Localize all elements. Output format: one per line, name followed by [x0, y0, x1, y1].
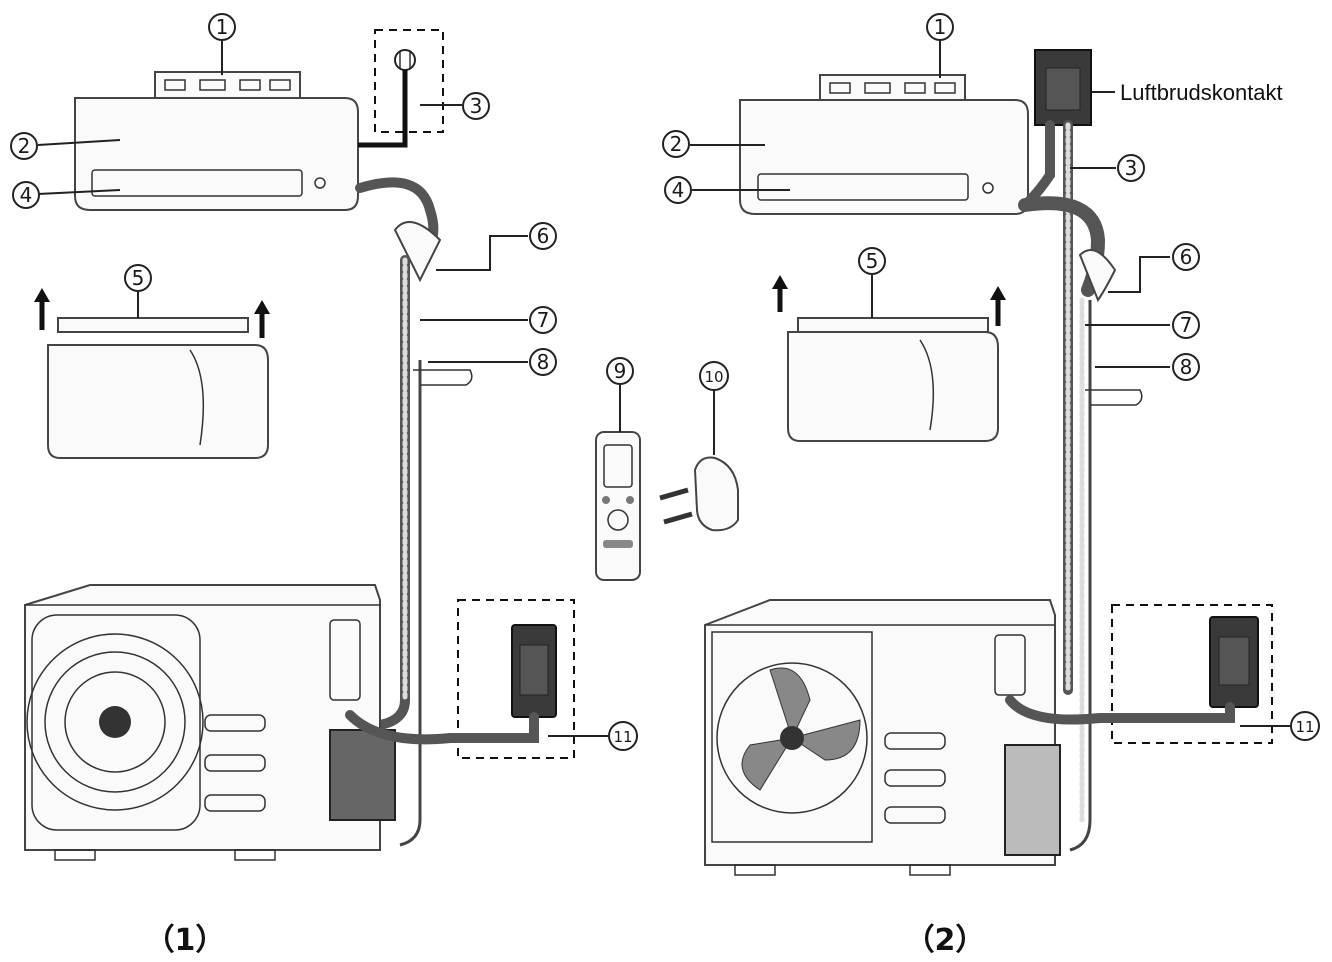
indoor-unit-2 [739, 99, 1029, 215]
svg-text:1: 1 [934, 15, 947, 39]
front-panel-removal [34, 288, 270, 459]
figure-1 [24, 29, 739, 861]
svg-text:1: 1 [216, 15, 229, 39]
svg-text:8: 8 [537, 350, 550, 374]
piping-assembly-2 [1018, 196, 1143, 852]
power-plug [358, 29, 444, 148]
callout-8: 8 [529, 348, 557, 376]
callout-3-fig2: 3 [1117, 154, 1145, 182]
callout-1-fig2: 1 [926, 13, 954, 41]
mounting-plate [154, 71, 301, 99]
callout-6-fig2: 6 [1172, 243, 1200, 271]
callouts: 1 2 3 4 5 6 7 8 9 10 11 1 2 3 4 5 6 7 8 … [10, 13, 1320, 751]
callout-10: 10 [699, 361, 729, 391]
svg-text:11: 11 [1295, 718, 1314, 736]
svg-text:5: 5 [132, 266, 145, 290]
callout-8-fig2: 8 [1172, 353, 1200, 381]
remote-control [595, 431, 641, 581]
callout-7: 7 [529, 306, 557, 334]
svg-text:3: 3 [1125, 156, 1138, 180]
breaker-2 [1005, 604, 1273, 744]
front-panel-removal-2 [772, 275, 1006, 442]
indoor-unit [74, 97, 359, 211]
callout-9: 9 [606, 357, 634, 385]
remote-holder [659, 456, 739, 532]
figure-2 [690, 40, 1290, 876]
piping-assembly [355, 177, 473, 847]
callout-5: 5 [124, 264, 152, 292]
callout-11: 11 [608, 721, 638, 751]
callout-4: 4 [12, 181, 40, 209]
callout-1: 1 [208, 13, 236, 41]
svg-text:2: 2 [670, 132, 683, 156]
plug-dashed-box [374, 29, 444, 133]
callout-2-fig2: 2 [662, 130, 690, 158]
svg-text:7: 7 [1180, 313, 1193, 337]
svg-text:5: 5 [866, 249, 879, 273]
breaker-dashed-box [457, 599, 575, 759]
figure-1-caption: （1） [145, 923, 226, 958]
svg-text:9: 9 [614, 359, 627, 383]
callout-5-fig2: 5 [858, 247, 886, 275]
outdoor-unit-2 [704, 599, 1061, 876]
svg-text:4: 4 [20, 183, 33, 207]
svg-text:4: 4 [672, 178, 685, 202]
breaker-1 [345, 599, 575, 759]
svg-text:2: 2 [18, 134, 31, 158]
svg-text:10: 10 [704, 368, 723, 386]
breaker-label: Luftbrudskontakt [1120, 80, 1283, 105]
figure-2-caption: （2） [905, 923, 986, 958]
svg-text:7: 7 [537, 308, 550, 332]
svg-text:8: 8 [1180, 355, 1193, 379]
callout-2: 2 [10, 132, 38, 160]
callout-4-fig2: 4 [664, 176, 692, 204]
svg-text:6: 6 [1180, 245, 1193, 269]
svg-text:6: 6 [537, 224, 550, 248]
callout-7-fig2: 7 [1172, 311, 1200, 339]
callout-3: 3 [462, 92, 490, 120]
svg-text:3: 3 [470, 94, 483, 118]
breaker-dashed-box-2 [1111, 604, 1273, 744]
callout-6: 6 [529, 222, 557, 250]
mounting-plate-2 [819, 74, 966, 102]
callout-11-fig2: 11 [1290, 711, 1320, 741]
outdoor-unit-1 [24, 584, 396, 861]
svg-text:11: 11 [613, 728, 632, 746]
